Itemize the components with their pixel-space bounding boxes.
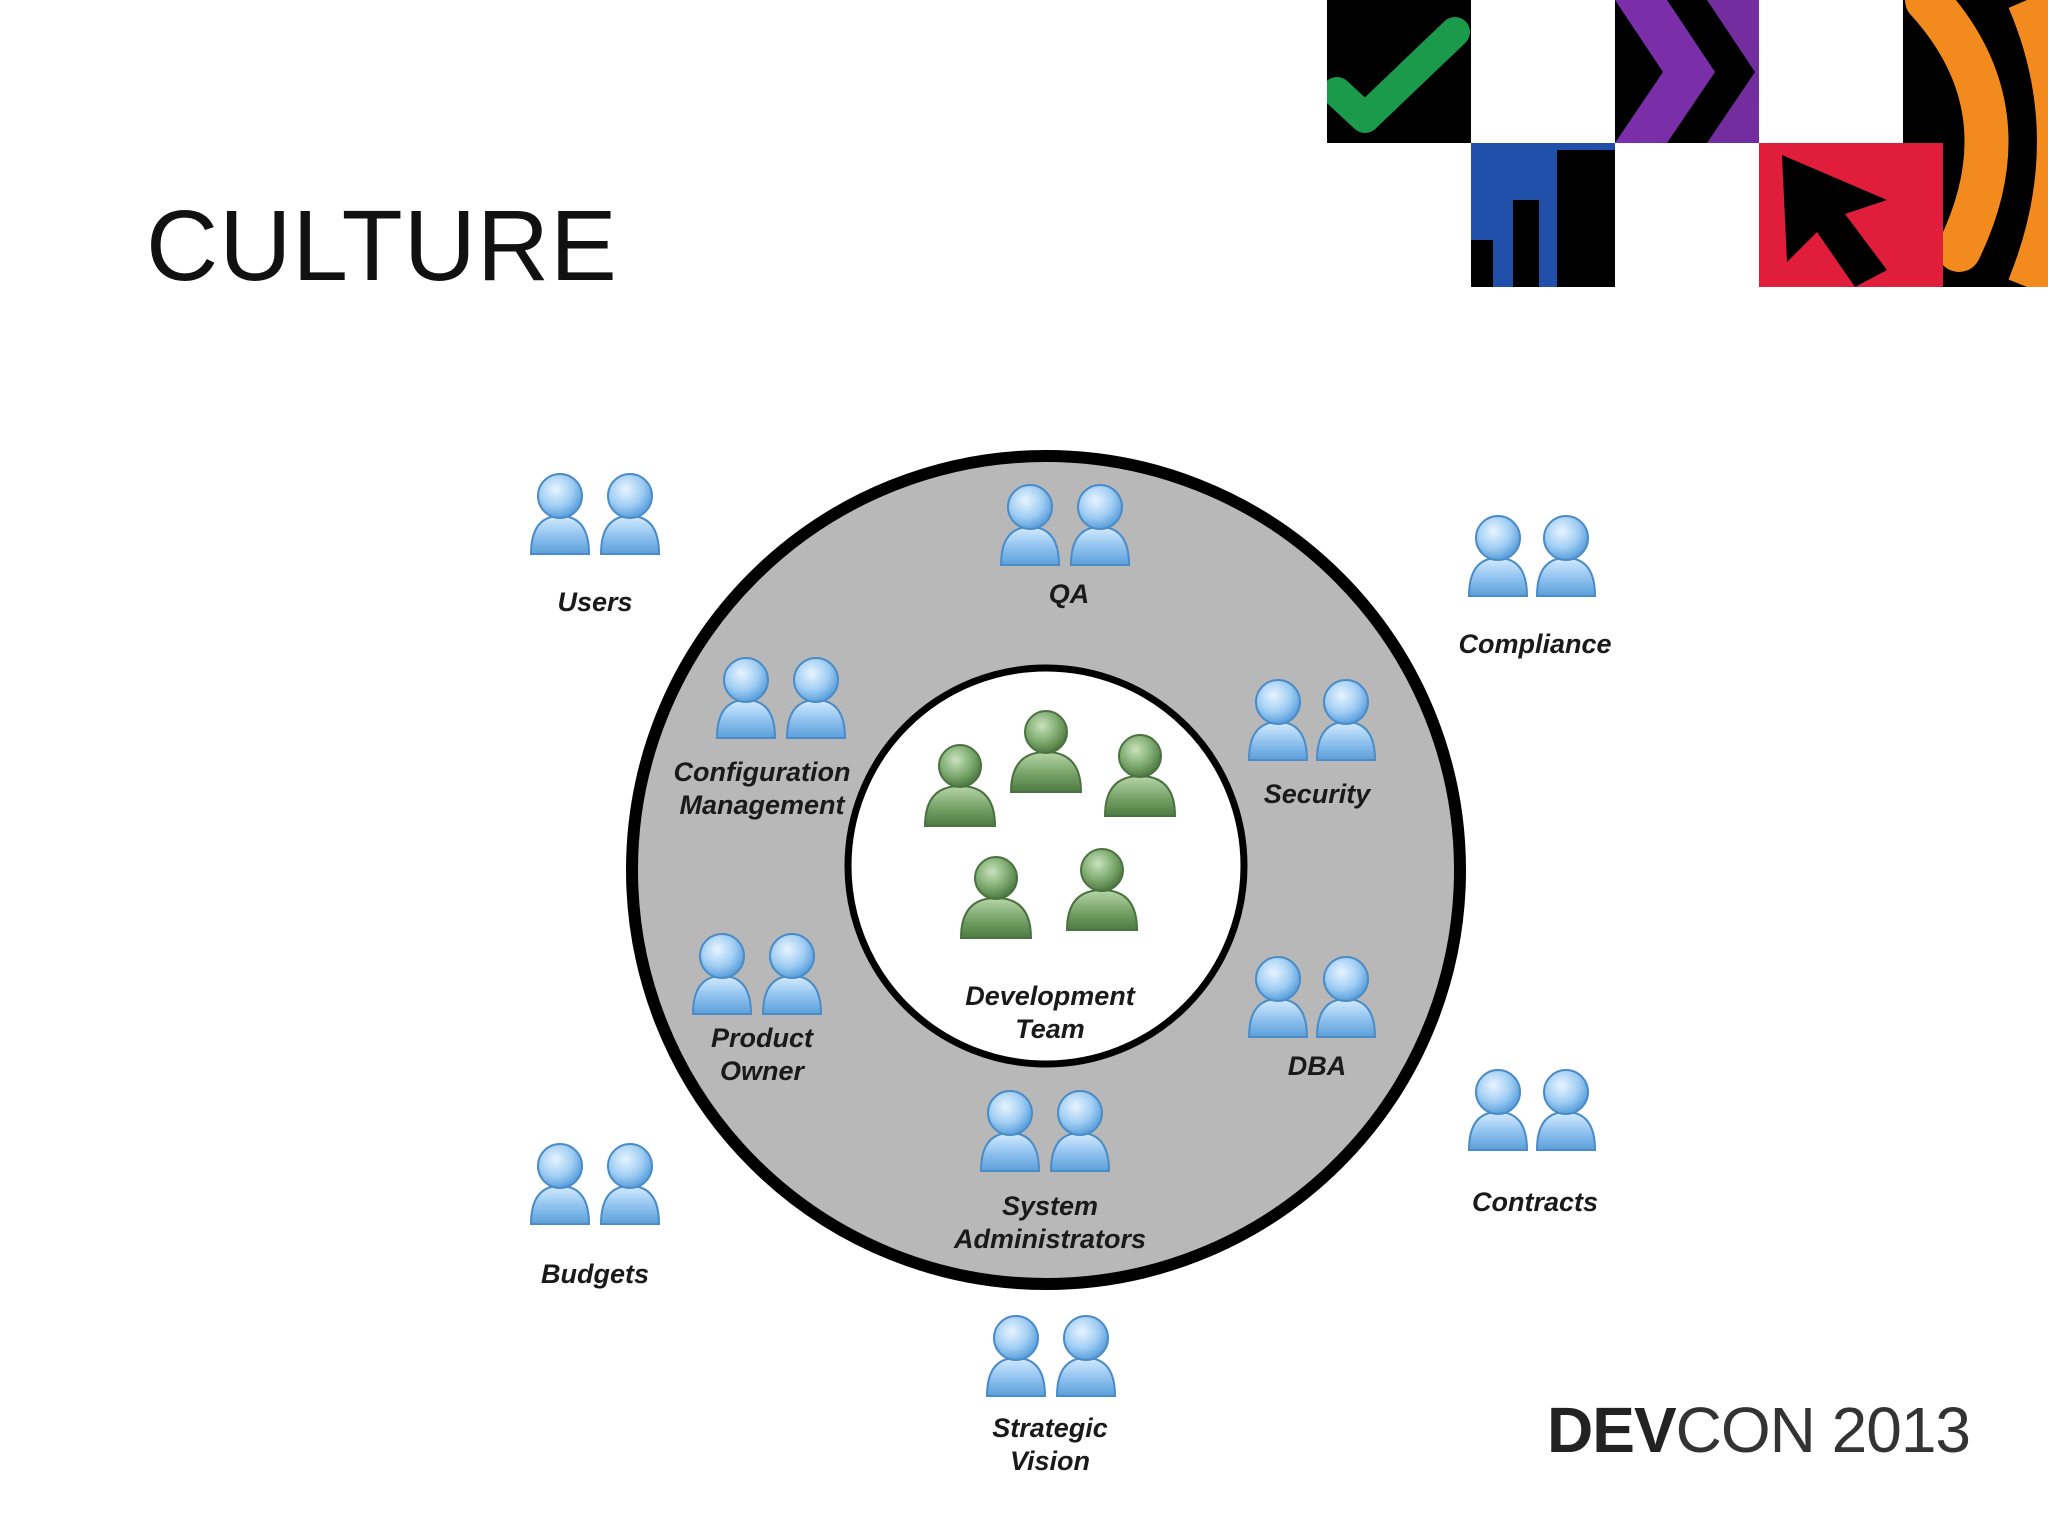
- sound-wave-icon: [1905, 0, 2048, 287]
- outer-label-budgets: Budgets: [541, 1259, 649, 1289]
- devcon-logo-mosaic: [1327, 0, 2048, 287]
- person-icon: [530, 1143, 660, 1225]
- signal-bars-icon: [1471, 150, 1615, 287]
- cursor-arrow-icon: [1782, 155, 1887, 287]
- slide-title: CULTURE: [146, 190, 618, 302]
- chevrons-icon: [1615, 0, 1759, 143]
- ring-label-product-owner: Product Owner: [710, 1023, 813, 1086]
- devcon-brand: DEVCON 2013: [1547, 1398, 1971, 1462]
- brand-rest-text: CON 2013: [1675, 1394, 1971, 1466]
- person-icon: [530, 473, 660, 555]
- outer-label-contracts: Contracts: [1471, 1187, 1599, 1217]
- checkmark-icon: [1327, 17, 1470, 133]
- outer-label-strategic-vision: Strategic Vision: [992, 1413, 1108, 1476]
- ring-label-qa: QA: [1048, 579, 1090, 609]
- brand-bold-text: DEV: [1547, 1394, 1677, 1466]
- ring-label-configuration-management: Configuration Management: [673, 757, 851, 820]
- person-icon: [986, 1315, 1116, 1397]
- person-icon: [1468, 1069, 1596, 1151]
- person-icon: [1468, 515, 1596, 597]
- center-label: Development Team: [965, 981, 1135, 1044]
- ring-label-dba: DBA: [1287, 1051, 1347, 1081]
- outer-label-compliance: Compliance: [1458, 629, 1612, 659]
- outer-label-users: Users: [557, 587, 633, 617]
- ring-label-security: Security: [1263, 779, 1371, 809]
- ring-label-system-administrators: System Administrators: [953, 1191, 1147, 1254]
